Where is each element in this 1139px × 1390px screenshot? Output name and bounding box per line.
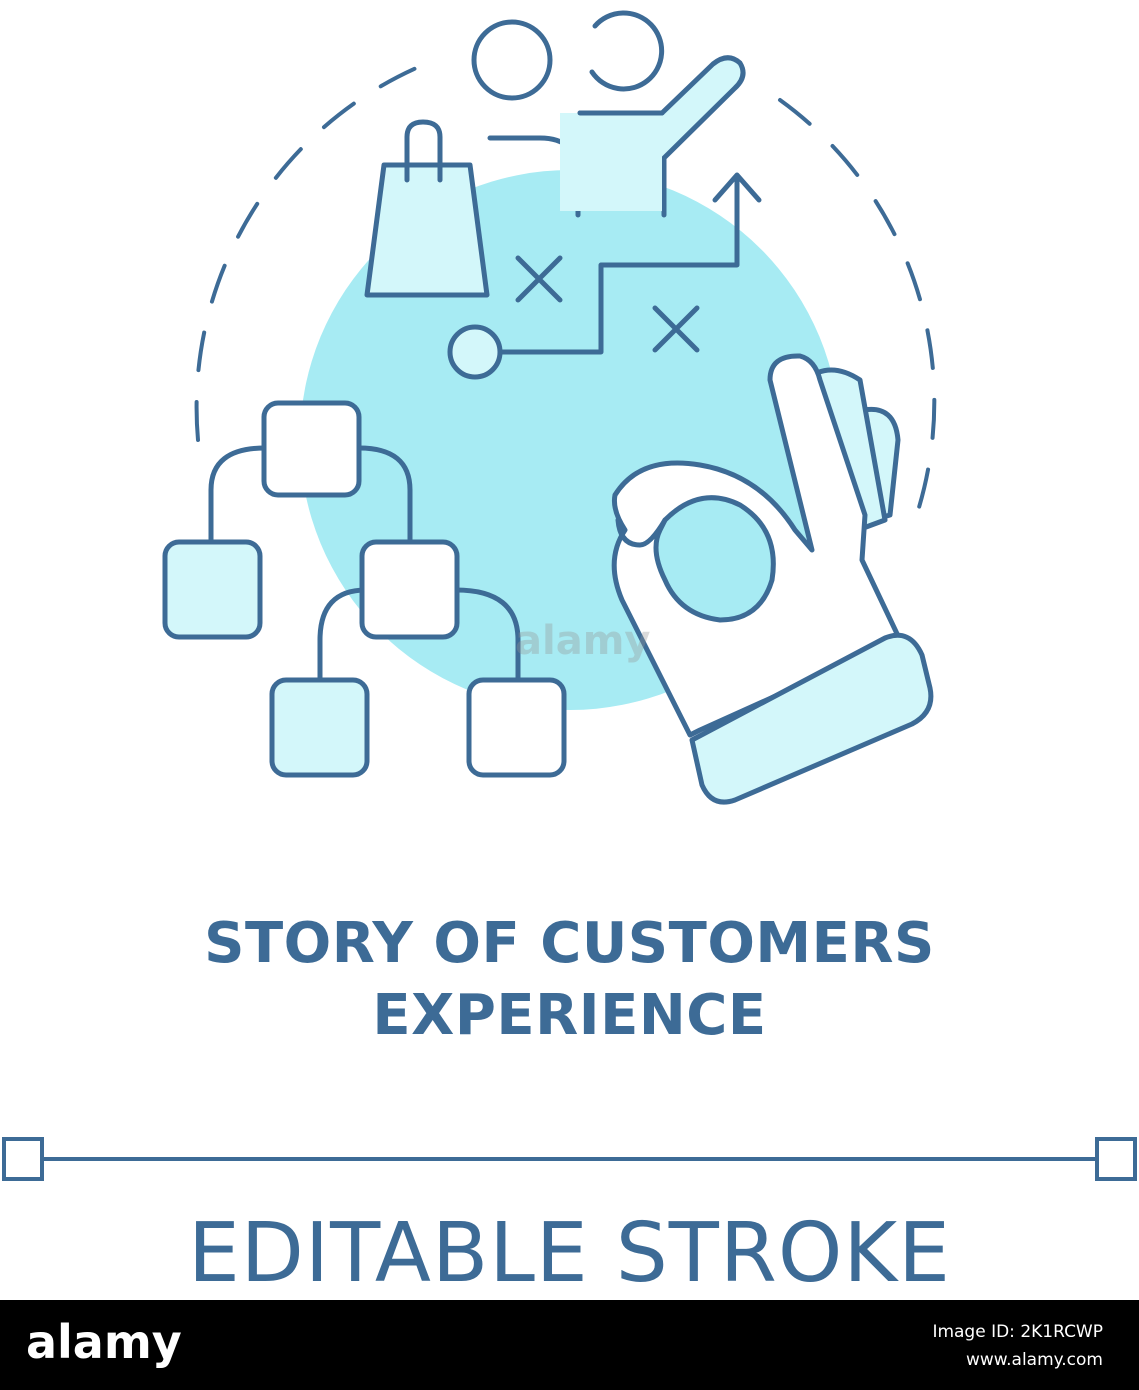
footer-info: Image ID: 2K1RCWP www.alamy.com <box>932 1318 1103 1374</box>
headline-line-2: EXPERIENCE <box>372 983 767 1048</box>
path-arrow-icon <box>447 172 762 380</box>
concept-illustration <box>162 10 937 805</box>
editable-stroke-rule <box>2 1137 1137 1181</box>
editable-stroke-caption: EDITABLE STROKE <box>187 1206 951 1301</box>
image-id-text: Image ID: 2K1RCWP <box>932 1322 1103 1342</box>
footer-bar: alamy Image ID: 2K1RCWP www.alamy.com <box>0 1300 1139 1390</box>
rule-handle-left <box>2 1137 44 1181</box>
headline-line-1: STORY OF CUSTOMERS <box>204 911 935 976</box>
alamy-logo[interactable]: alamy <box>26 1315 182 1369</box>
ok-hand-icon <box>611 353 934 805</box>
dashed-arc-decoration <box>194 59 937 522</box>
flowchart-icon <box>162 400 567 778</box>
site-url-text[interactable]: www.alamy.com <box>965 1350 1103 1370</box>
watermark-text: alamy <box>515 618 651 664</box>
headline: STORY OF CUSTOMERS EXPERIENCE <box>0 908 1139 1052</box>
rule-handle-right <box>1095 1137 1137 1181</box>
people-icon <box>471 10 746 218</box>
shopping-bag-icon <box>364 119 490 298</box>
